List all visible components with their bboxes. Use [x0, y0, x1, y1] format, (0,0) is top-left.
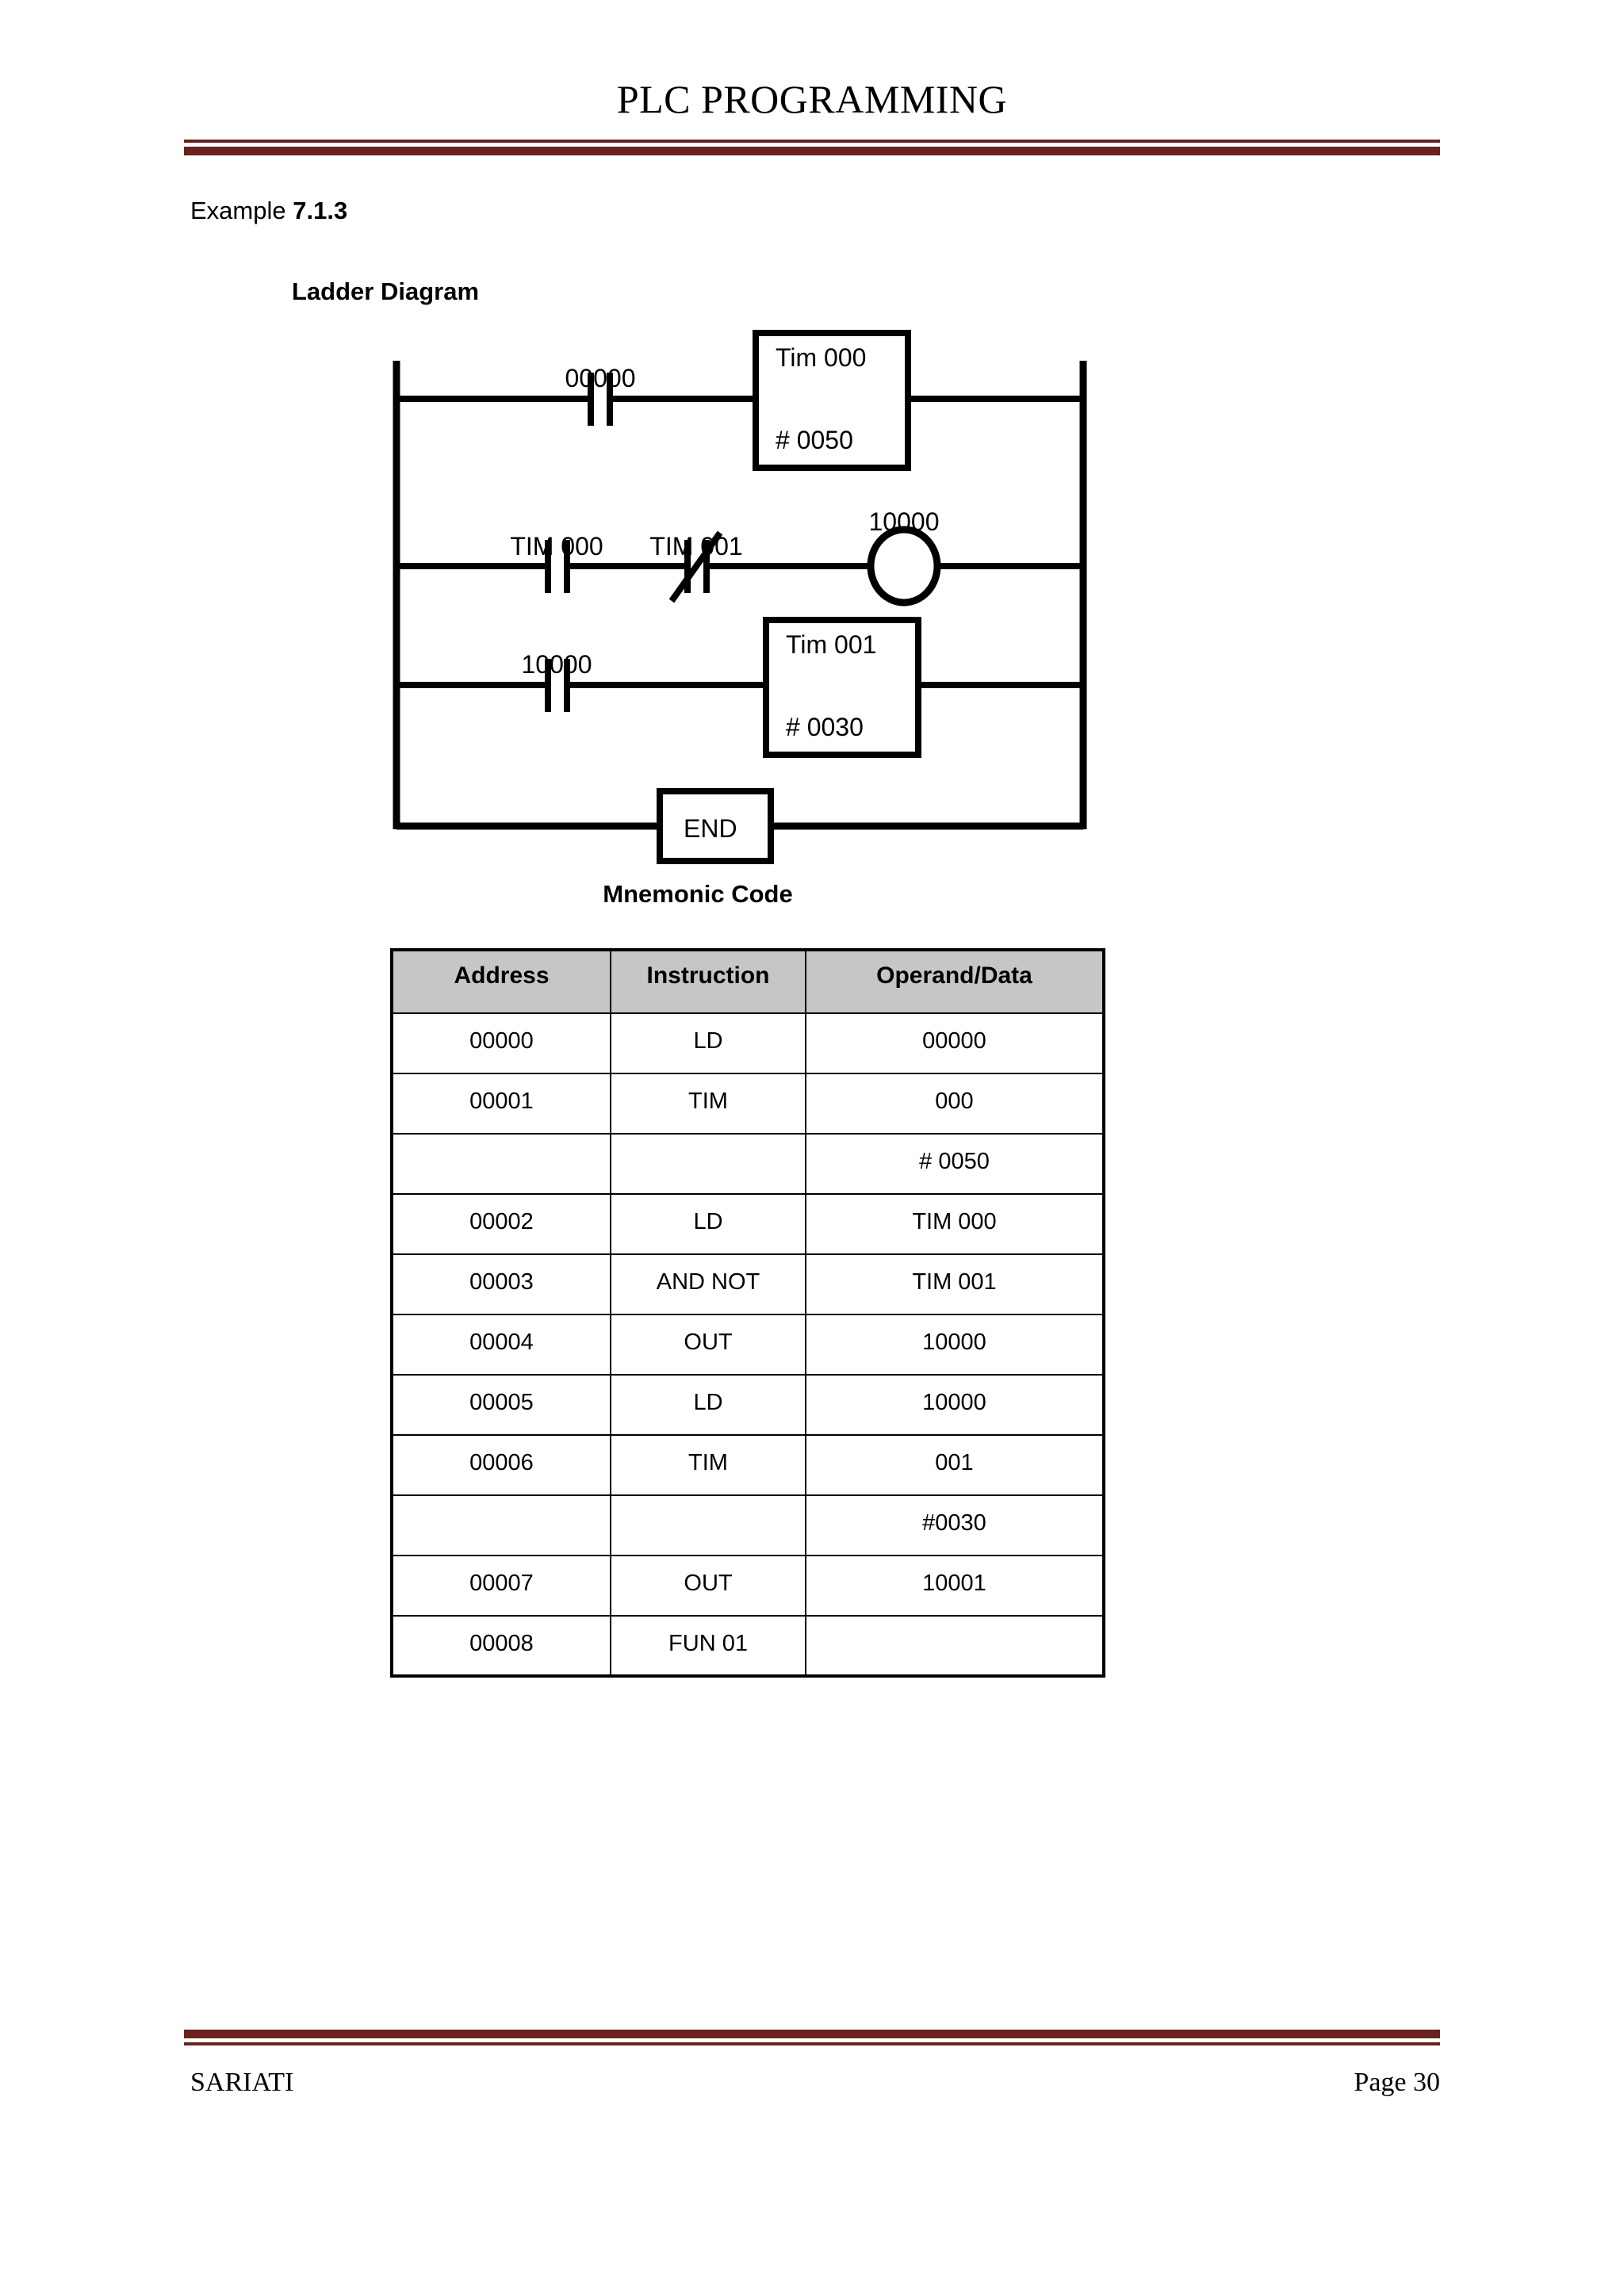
cell-instruction: TIM	[610, 1073, 806, 1135]
end-box-label: END	[684, 814, 737, 843]
contact-label-tim-000: TIM 000	[510, 532, 603, 561]
footer-rule-gap	[184, 2038, 1440, 2042]
cell-address	[391, 1133, 611, 1195]
cell-address: 00005	[391, 1374, 611, 1436]
cell-instruction: LD	[610, 1012, 806, 1074]
mnemonic-code-heading: Mnemonic Code	[603, 880, 793, 908]
table-row: 00001 TIM 000	[391, 1073, 1105, 1135]
table-row: 00008 FUN 01	[391, 1615, 1105, 1677]
cell-address	[391, 1494, 611, 1556]
timer-box-tim-001-preset: # 0030	[786, 713, 864, 741]
cell-operand: #0030	[805, 1494, 1105, 1556]
cell-operand: TIM 000	[805, 1193, 1105, 1255]
cell-address: 00007	[391, 1555, 611, 1617]
cell-address: 00003	[391, 1253, 611, 1315]
cell-instruction: LD	[610, 1374, 806, 1436]
contact-tim-001-normally-closed	[668, 530, 723, 603]
column-header-address: Address	[391, 949, 611, 1014]
contact-tim-000-normally-open	[545, 540, 570, 593]
contact-00000-normally-open	[588, 373, 613, 426]
table-row: #0030	[391, 1494, 1105, 1556]
table-row: # 0050	[391, 1133, 1105, 1195]
timer-box-tim-000-name: Tim 000	[776, 343, 866, 372]
footer-rule-thin	[184, 2042, 1440, 2045]
table-row: 00002 LD TIM 000	[391, 1193, 1105, 1255]
rung-2: TIM 000 TIM 001 10000	[396, 507, 1083, 607]
table-row: 00003 AND NOT TIM 001	[391, 1253, 1105, 1315]
page-header: PLC PROGRAMMING	[0, 0, 1624, 166]
cell-instruction	[610, 1133, 806, 1195]
cell-address: 00006	[391, 1434, 611, 1496]
cell-operand: 00000	[805, 1012, 1105, 1074]
example-label: Example 7.1.3	[190, 197, 347, 225]
cell-operand: 10000	[805, 1314, 1105, 1376]
output-coil-10000	[867, 526, 941, 607]
cell-operand: 10000	[805, 1374, 1105, 1436]
document-title: PLC PROGRAMMING	[616, 77, 1008, 121]
contact-10000-normally-open	[545, 659, 570, 712]
column-header-instruction: Instruction	[610, 949, 806, 1014]
contact-label-00000: 00000	[565, 364, 636, 392]
cell-operand: # 0050	[805, 1133, 1105, 1195]
timer-box-tim-001-name: Tim 001	[786, 630, 876, 659]
cell-operand: 10001	[805, 1555, 1105, 1617]
cell-operand: 001	[805, 1434, 1105, 1496]
page-footer: SARIATI Page 30	[0, 2030, 1624, 2188]
cell-instruction: OUT	[610, 1314, 806, 1376]
cell-instruction: OUT	[610, 1555, 806, 1617]
cell-operand: TIM 001	[805, 1253, 1105, 1315]
table-row: 00005 LD 10000	[391, 1374, 1105, 1436]
ladder-diagram-heading: Ladder Diagram	[292, 277, 480, 305]
example-word: Example	[190, 197, 286, 224]
column-header-operand: Operand/Data	[805, 949, 1105, 1014]
rung-1: 00000 Tim 000 # 0050	[396, 330, 1083, 471]
cell-address: 00004	[391, 1314, 611, 1376]
table-header-row: Address Instruction Operand/Data	[391, 949, 1105, 1014]
cell-operand: 000	[805, 1073, 1105, 1135]
header-rule-gap	[184, 143, 1440, 147]
timer-box-tim-001	[763, 617, 921, 758]
end-box	[657, 788, 774, 864]
coil-label-10000: 10000	[869, 507, 940, 536]
cell-address: 00001	[391, 1073, 611, 1135]
table-row: 00004 OUT 10000	[391, 1314, 1105, 1376]
table-row: 00007 OUT 10001	[391, 1555, 1105, 1617]
cell-operand	[805, 1615, 1105, 1677]
footer-page-number: Page 30	[1354, 2068, 1440, 2097]
header-divider	[184, 140, 1440, 155]
cell-instruction: FUN 01	[610, 1615, 806, 1677]
cell-instruction: AND NOT	[610, 1253, 806, 1315]
cell-instruction	[610, 1494, 806, 1556]
footer-rule-thick	[184, 2030, 1440, 2038]
example-number: 7.1.3	[293, 197, 348, 224]
mnemonic-code-table: Address Instruction Operand/Data 00000 L…	[390, 948, 1105, 1678]
cell-instruction: LD	[610, 1193, 806, 1255]
cell-instruction: TIM	[610, 1434, 806, 1496]
timer-box-tim-000	[753, 330, 911, 471]
cell-address: 00000	[391, 1012, 611, 1074]
contact-label-10000: 10000	[522, 650, 592, 679]
header-rule-thin	[184, 140, 1440, 143]
table-row: 00000 LD 00000	[391, 1012, 1105, 1074]
contact-label-tim-001: TIM 001	[649, 532, 742, 561]
footer-divider	[184, 2030, 1440, 2045]
cell-address: 00002	[391, 1193, 611, 1255]
rung-3: 10000 Tim 001 # 0030	[396, 617, 1083, 758]
header-rule-thick	[184, 147, 1440, 155]
timer-box-tim-000-preset: # 0050	[776, 426, 853, 454]
rung-4-end: END	[396, 788, 1083, 864]
cell-address: 00008	[391, 1615, 611, 1677]
footer-author: SARIATI	[190, 2068, 294, 2097]
table-row: 00006 TIM 001	[391, 1434, 1105, 1496]
